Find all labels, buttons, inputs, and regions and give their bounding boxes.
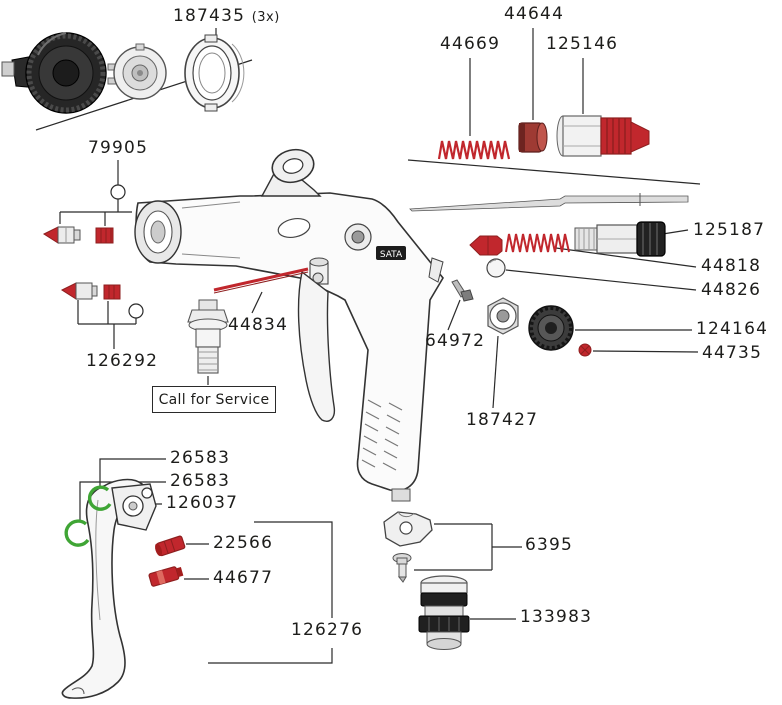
- ball-44826: [486, 258, 506, 278]
- part-qty: (3x): [251, 10, 280, 25]
- air-cap: [1, 32, 107, 114]
- part-label-79905: 79905: [88, 138, 149, 158]
- part-label-44826: 44826: [701, 280, 762, 300]
- part-label-44818: 44818: [701, 256, 762, 276]
- e-clip-26583-a: [88, 485, 112, 511]
- packing-assembly-125187: [574, 221, 666, 257]
- part-label-44834: 44834: [228, 315, 289, 335]
- retaining-ring-187435: [184, 34, 245, 112]
- spring-44818: [505, 233, 570, 253]
- service-fitting: [187, 299, 229, 374]
- part-label-6395: 6395: [525, 535, 574, 555]
- part-label-26583-b: 26583: [170, 471, 231, 491]
- part-label-126292: 126292: [86, 351, 159, 371]
- brand-badge: [376, 246, 406, 260]
- fitting-126292: [60, 282, 121, 300]
- screw-64972: [451, 279, 474, 302]
- e-clip-26583-b: [64, 519, 90, 547]
- leader-lines: [35, 28, 701, 664]
- trigger-assembly: [61, 478, 157, 699]
- pin-22566: [155, 535, 186, 557]
- nut-187427: [487, 297, 519, 335]
- part-label-126037: 126037: [166, 493, 239, 513]
- part-label-187427: 187427: [466, 410, 539, 430]
- part-label-22566: 22566: [213, 533, 274, 553]
- part-label-126276: 126276: [291, 620, 364, 640]
- screw-44735: [578, 343, 592, 357]
- nozzle-tip-red: [469, 235, 503, 256]
- part-label-44644: 44644: [504, 4, 565, 24]
- part-label-125187: 125187: [693, 220, 766, 240]
- needle-44834: [213, 267, 309, 294]
- seal-44644: [518, 122, 548, 153]
- fitting-79905: [42, 226, 114, 244]
- part-label-44735: 44735: [702, 343, 763, 363]
- connector-133983: [418, 575, 470, 650]
- call-for-service-box: Call for Service: [152, 386, 276, 413]
- paint-needle: [409, 193, 689, 212]
- part-label-125146: 125146: [546, 34, 619, 54]
- part-label-124164: 124164: [696, 319, 769, 339]
- pin-44677: [148, 566, 184, 587]
- gun-body: [134, 148, 444, 502]
- part-label-187435: 187435 (3x): [173, 6, 280, 26]
- part-label-64972: 64972: [425, 331, 486, 351]
- spring-44669: [437, 140, 511, 160]
- part-number: 187435: [173, 6, 246, 26]
- part-label-26583-a: 26583: [170, 448, 231, 468]
- knob-124164: [528, 305, 574, 351]
- brand-text: SATA: [380, 250, 403, 260]
- bracket-6395: [383, 511, 433, 583]
- part-label-44677: 44677: [213, 568, 274, 588]
- part-label-133983: 133983: [520, 607, 593, 627]
- fluid-nozzle: [107, 43, 167, 100]
- fitting-125146: [556, 115, 650, 157]
- part-label-44669: 44669: [440, 34, 501, 54]
